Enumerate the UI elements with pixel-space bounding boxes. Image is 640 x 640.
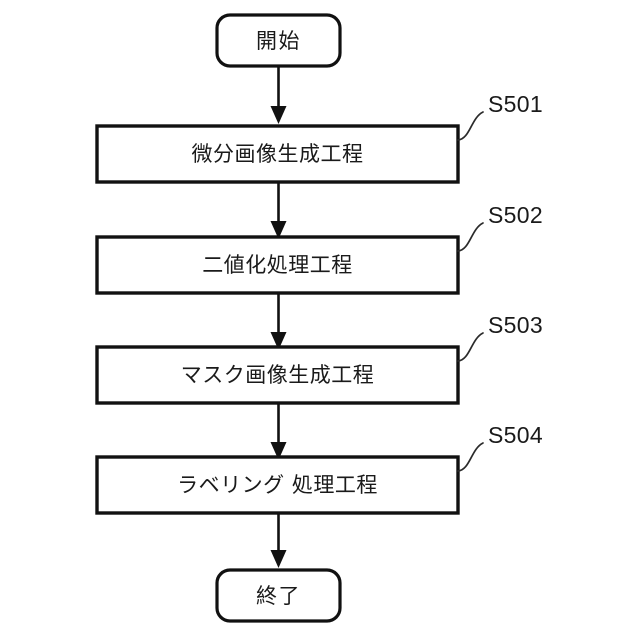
arrow-head-4 bbox=[270, 442, 287, 460]
arrow-head-2 bbox=[270, 221, 287, 239]
node-s504[interactable]: ラベリング 処理工程 bbox=[95, 455, 460, 515]
s502-node-shape bbox=[95, 235, 460, 295]
s502-node-label: 二値化処理工程 bbox=[202, 253, 353, 277]
end-node-label: 終了 bbox=[256, 584, 301, 608]
node-start[interactable]: 開始 bbox=[215, 13, 342, 68]
step-label-s504: S504 bbox=[488, 422, 543, 448]
node-s501[interactable]: 微分画像生成工程 bbox=[95, 124, 460, 184]
node-end[interactable]: 終了 bbox=[215, 568, 342, 623]
node-s502[interactable]: 二値化処理工程 bbox=[95, 235, 460, 295]
s503-node-shape bbox=[95, 345, 460, 405]
leader-s503: S503 bbox=[457, 312, 543, 362]
leader-line-s501 bbox=[457, 111, 484, 141]
end-node-shape bbox=[215, 568, 342, 623]
arrow-head-3 bbox=[270, 332, 287, 350]
s504-node-label: ラベリング 処理工程 bbox=[177, 473, 378, 497]
s503-node-label: マスク画像生成工程 bbox=[181, 363, 375, 387]
s501-node-shape bbox=[95, 124, 460, 184]
leader-line-s502 bbox=[457, 222, 484, 252]
start-node-label: 開始 bbox=[256, 29, 301, 53]
leader-s502: S502 bbox=[457, 202, 543, 252]
connector-s501-to-s502 bbox=[270, 182, 287, 239]
connector-start-to-s501 bbox=[270, 66, 287, 124]
connector-s503-to-s504 bbox=[270, 403, 287, 460]
s501-node-label: 微分画像生成工程 bbox=[192, 142, 364, 166]
step-label-s502: S502 bbox=[488, 202, 543, 228]
leader-line-s503 bbox=[457, 332, 484, 362]
arrow-head-5 bbox=[270, 550, 287, 568]
s504-node-shape bbox=[95, 455, 460, 515]
step-label-s501: S501 bbox=[488, 91, 543, 117]
connector-s504-to-end bbox=[270, 513, 287, 568]
leader-s501: S501 bbox=[457, 91, 543, 141]
arrow-head-1 bbox=[270, 106, 287, 124]
node-s503[interactable]: マスク画像生成工程 bbox=[95, 345, 460, 405]
leader-line-s504 bbox=[457, 442, 484, 472]
leader-s504: S504 bbox=[457, 422, 543, 472]
connector-s502-to-s503 bbox=[270, 293, 287, 350]
step-label-s503: S503 bbox=[488, 312, 543, 338]
